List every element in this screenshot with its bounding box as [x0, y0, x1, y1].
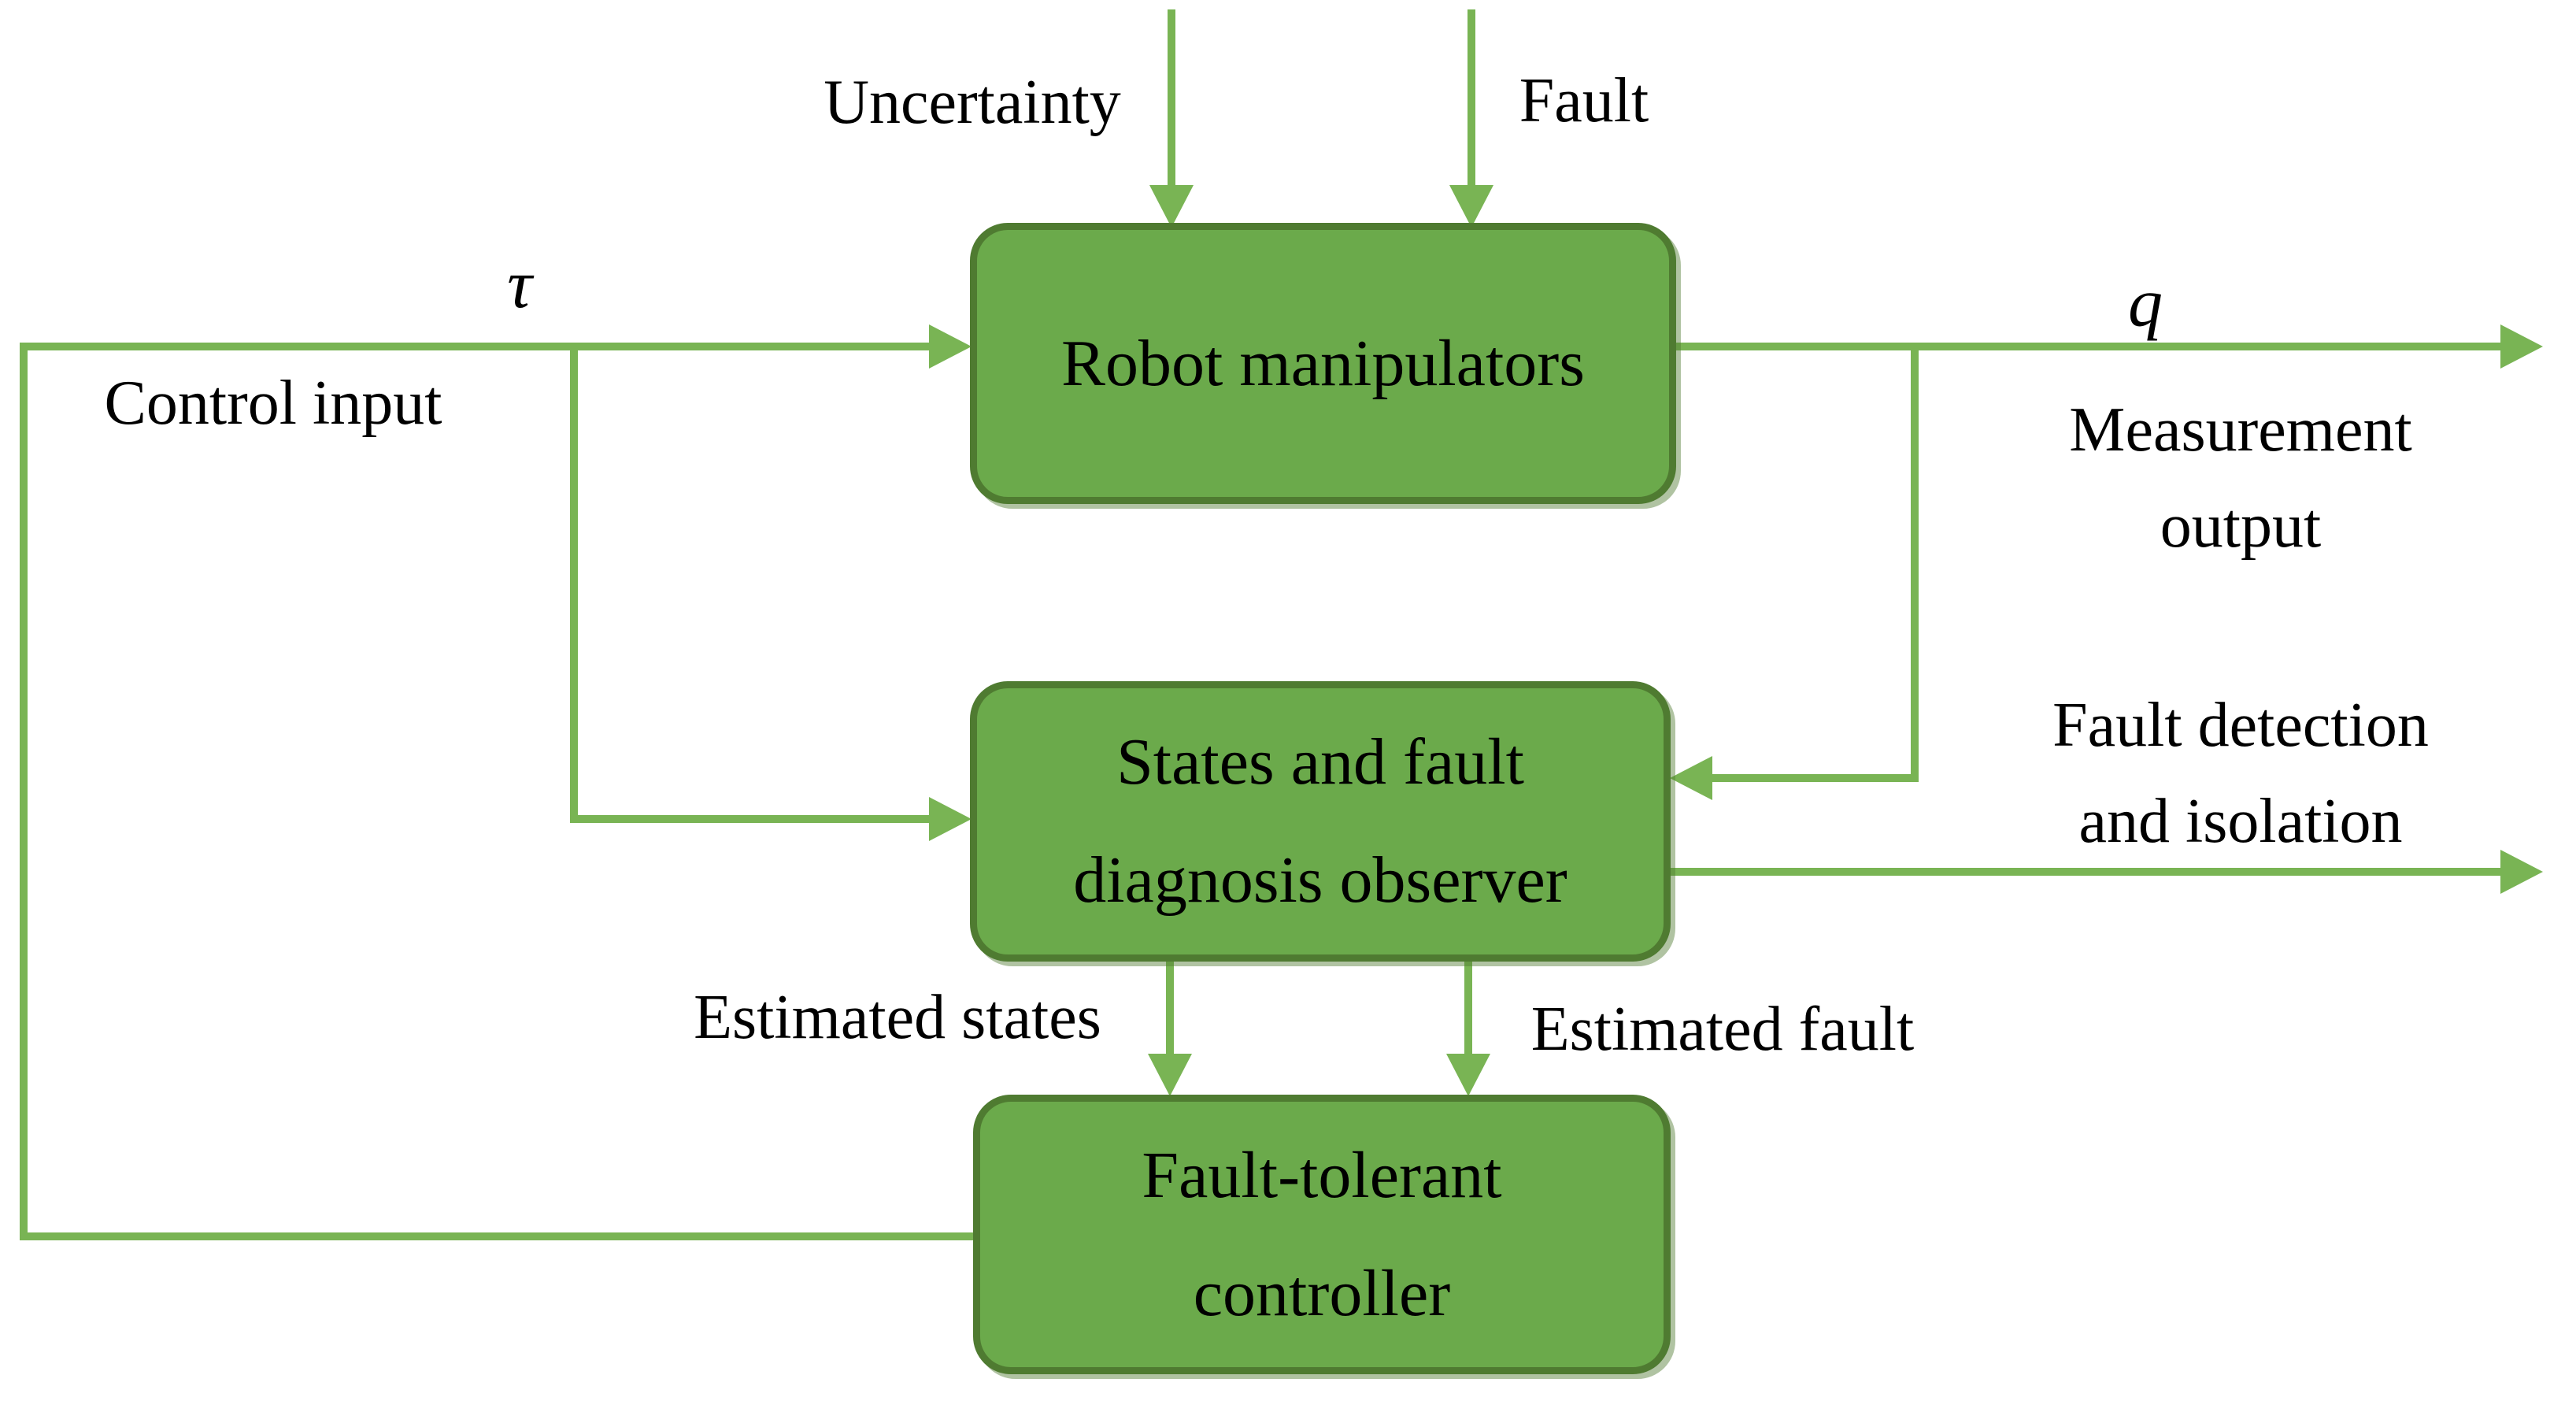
measurement-output-label-line2: output	[2160, 491, 2322, 561]
tau-symbol: τ	[507, 246, 532, 323]
fault-arrow	[1449, 9, 1493, 228]
measurement-output-arrow	[1673, 324, 2543, 369]
fault-label: Fault	[1519, 66, 1649, 135]
measurement-feedback-arrow	[1670, 343, 1919, 800]
fault-tolerant-controller-label-line1: Fault-tolerant	[1142, 1138, 1502, 1212]
estimated-states-arrow	[1148, 959, 1192, 1096]
control-input-branch-arrow	[570, 347, 972, 841]
diagnosis-observer-label-line2: diagnosis observer	[1073, 843, 1567, 917]
fault-tolerant-controller-label-line2: controller	[1193, 1256, 1451, 1330]
robot-manipulators-block: Robot manipulators	[970, 223, 1676, 504]
uncertainty-label: Uncertainty	[824, 68, 1121, 137]
fault-detection-label-line1: Fault detection	[2052, 691, 2429, 760]
diagnosis-observer-label-line1: States and fault	[1116, 725, 1524, 799]
measurement-output-label-line1: Measurement	[2069, 395, 2412, 465]
fault-detection-label: Fault detection and isolation	[2052, 677, 2429, 869]
diagnosis-observer-block: States and fault diagnosis observer	[970, 681, 1671, 962]
robot-manipulators-label: Robot manipulators	[1061, 326, 1585, 400]
control-input-arrow	[20, 324, 972, 369]
fault-detection-output-arrow	[1667, 850, 2543, 894]
fault-tolerant-controller-block: Fault-tolerant controller	[973, 1095, 1671, 1374]
control-input-label: Control input	[104, 369, 442, 438]
estimated-fault-arrow	[1446, 959, 1490, 1096]
estimated-fault-label: Estimated fault	[1530, 995, 1915, 1064]
measurement-output-label: Measurement output	[2069, 382, 2411, 574]
fault-detection-label-line2: and isolation	[2078, 787, 2403, 856]
estimated-states-label: Estimated states	[694, 983, 1101, 1052]
feedback-loop-line	[20, 343, 978, 1240]
q-symbol: q	[2128, 265, 2163, 342]
uncertainty-arrow	[1149, 9, 1194, 228]
